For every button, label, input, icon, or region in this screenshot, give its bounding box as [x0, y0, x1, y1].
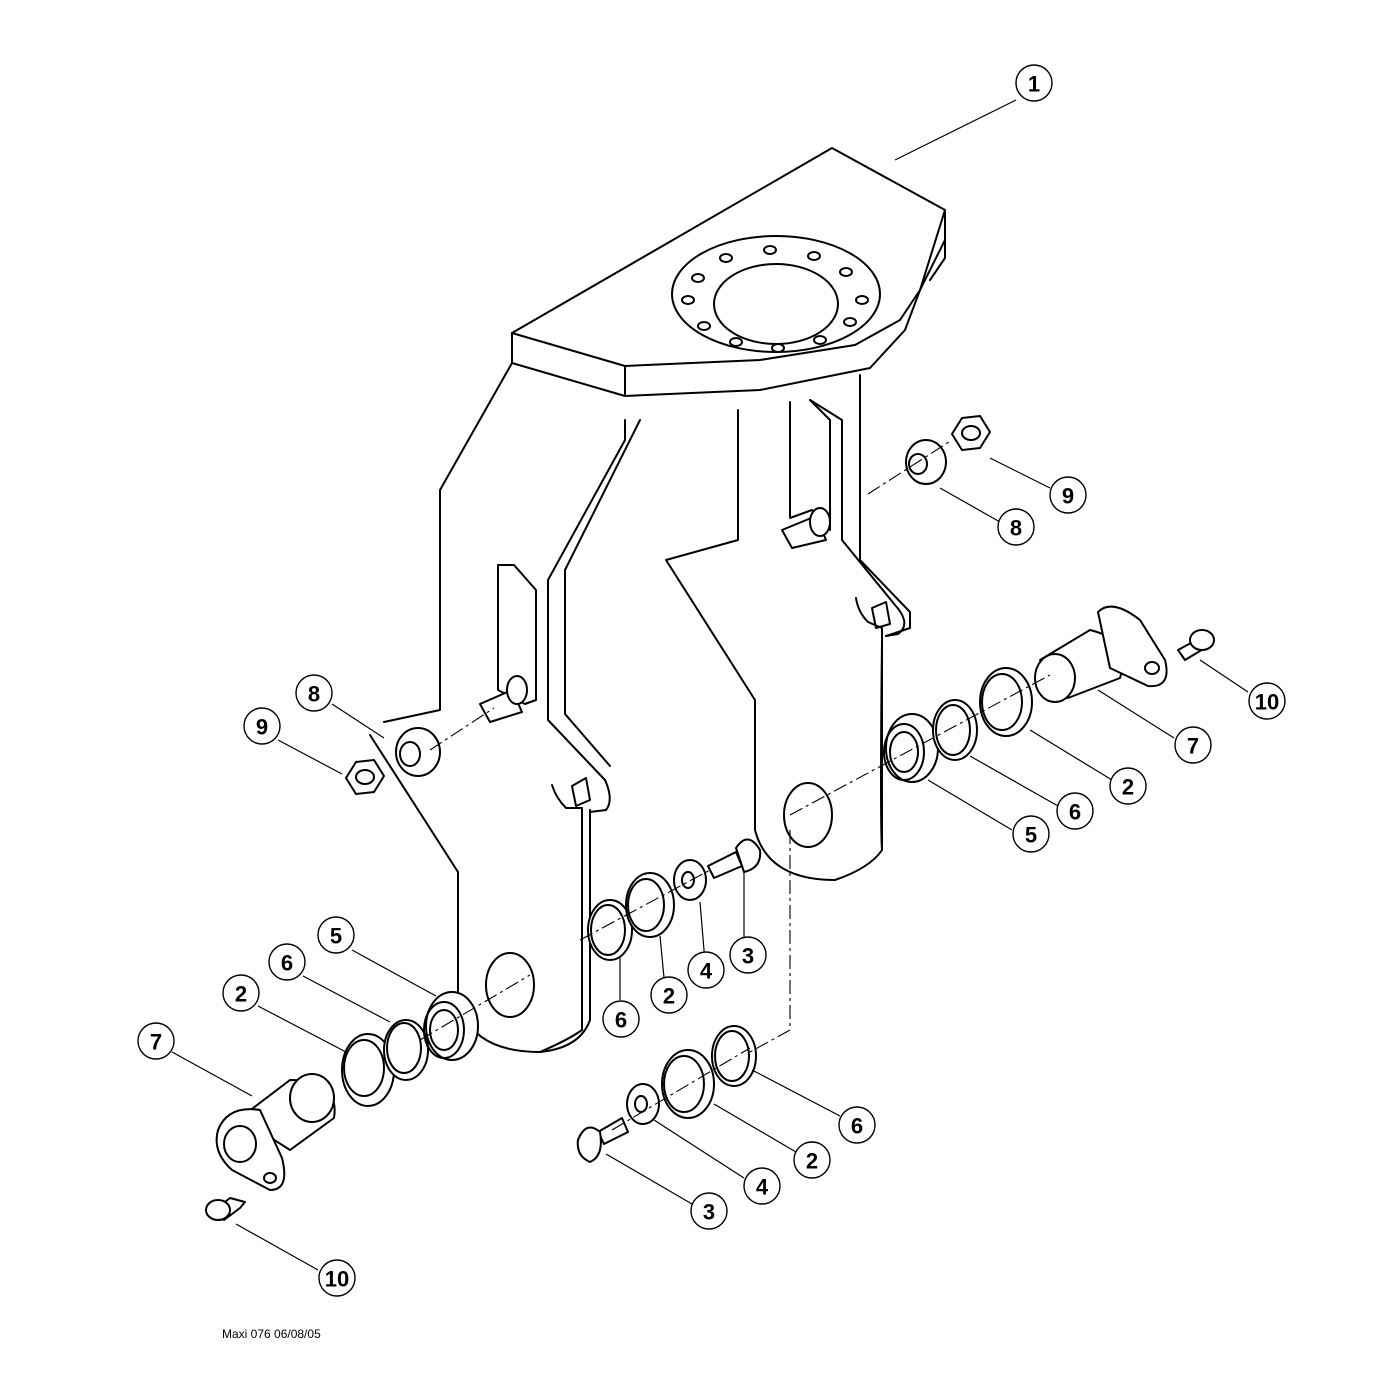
svg-text:6: 6 [615, 1008, 627, 1033]
leader-lines [171, 99, 1249, 1271]
svg-text:1: 1 [1028, 72, 1040, 97]
svg-text:4: 4 [700, 959, 713, 984]
callout-4: 4 [743, 1167, 781, 1205]
callout-6: 6 [268, 943, 306, 981]
svg-text:2: 2 [1122, 775, 1134, 800]
callout-9: 9 [1049, 476, 1087, 514]
callout-4: 4 [687, 951, 725, 989]
svg-text:5: 5 [330, 924, 342, 949]
callout-8: 8 [997, 508, 1035, 546]
callout-8: 8 [295, 674, 333, 712]
svg-text:6: 6 [851, 1114, 863, 1139]
callout-2: 2 [793, 1141, 831, 1179]
callout-7: 7 [137, 1022, 175, 1060]
callout-2: 2 [1109, 767, 1147, 805]
svg-text:7: 7 [150, 1030, 162, 1055]
svg-text:2: 2 [235, 982, 247, 1007]
callout-5: 5 [317, 916, 355, 954]
svg-text:6: 6 [281, 951, 293, 976]
callout-3: 3 [690, 1192, 728, 1230]
callout-10: 10 [318, 1259, 356, 1297]
callout-6: 6 [1056, 792, 1094, 830]
callout-7: 7 [1174, 726, 1212, 764]
left-hardware [205, 727, 762, 1221]
drawing-reference: Maxi 076 06/08/05 [222, 1327, 321, 1341]
svg-text:9: 9 [1062, 484, 1074, 509]
svg-text:8: 8 [308, 682, 320, 707]
callouts: 1 2 2 2 2 3 3 4 4 5 5 6 6 6 6 7 7 8 8 9 … [137, 64, 1286, 1297]
svg-text:4: 4 [756, 1175, 769, 1200]
bolt-holes [681, 245, 869, 353]
svg-text:7: 7 [1187, 734, 1199, 759]
svg-text:6: 6 [1069, 800, 1081, 825]
callout-5: 5 [1012, 815, 1050, 853]
callout-6: 6 [838, 1106, 876, 1144]
callout-3: 3 [729, 936, 767, 974]
svg-text:2: 2 [663, 984, 675, 1009]
main-frame [369, 147, 946, 1053]
svg-text:3: 3 [742, 944, 754, 969]
svg-text:8: 8 [1010, 516, 1022, 541]
svg-text:2: 2 [806, 1149, 818, 1174]
svg-text:10: 10 [1255, 690, 1279, 715]
svg-text:10: 10 [325, 1267, 349, 1292]
callout-9: 9 [243, 707, 281, 745]
svg-text:5: 5 [1025, 823, 1037, 848]
callout-2: 2 [650, 976, 688, 1014]
callout-2: 2 [222, 974, 260, 1012]
callout-10: 10 [1248, 682, 1286, 720]
svg-text:3: 3 [703, 1200, 715, 1225]
callout-1: 1 [1015, 64, 1053, 102]
svg-text:9: 9 [256, 715, 268, 740]
right-hardware [429, 415, 1215, 1163]
callout-6: 6 [602, 1000, 640, 1038]
